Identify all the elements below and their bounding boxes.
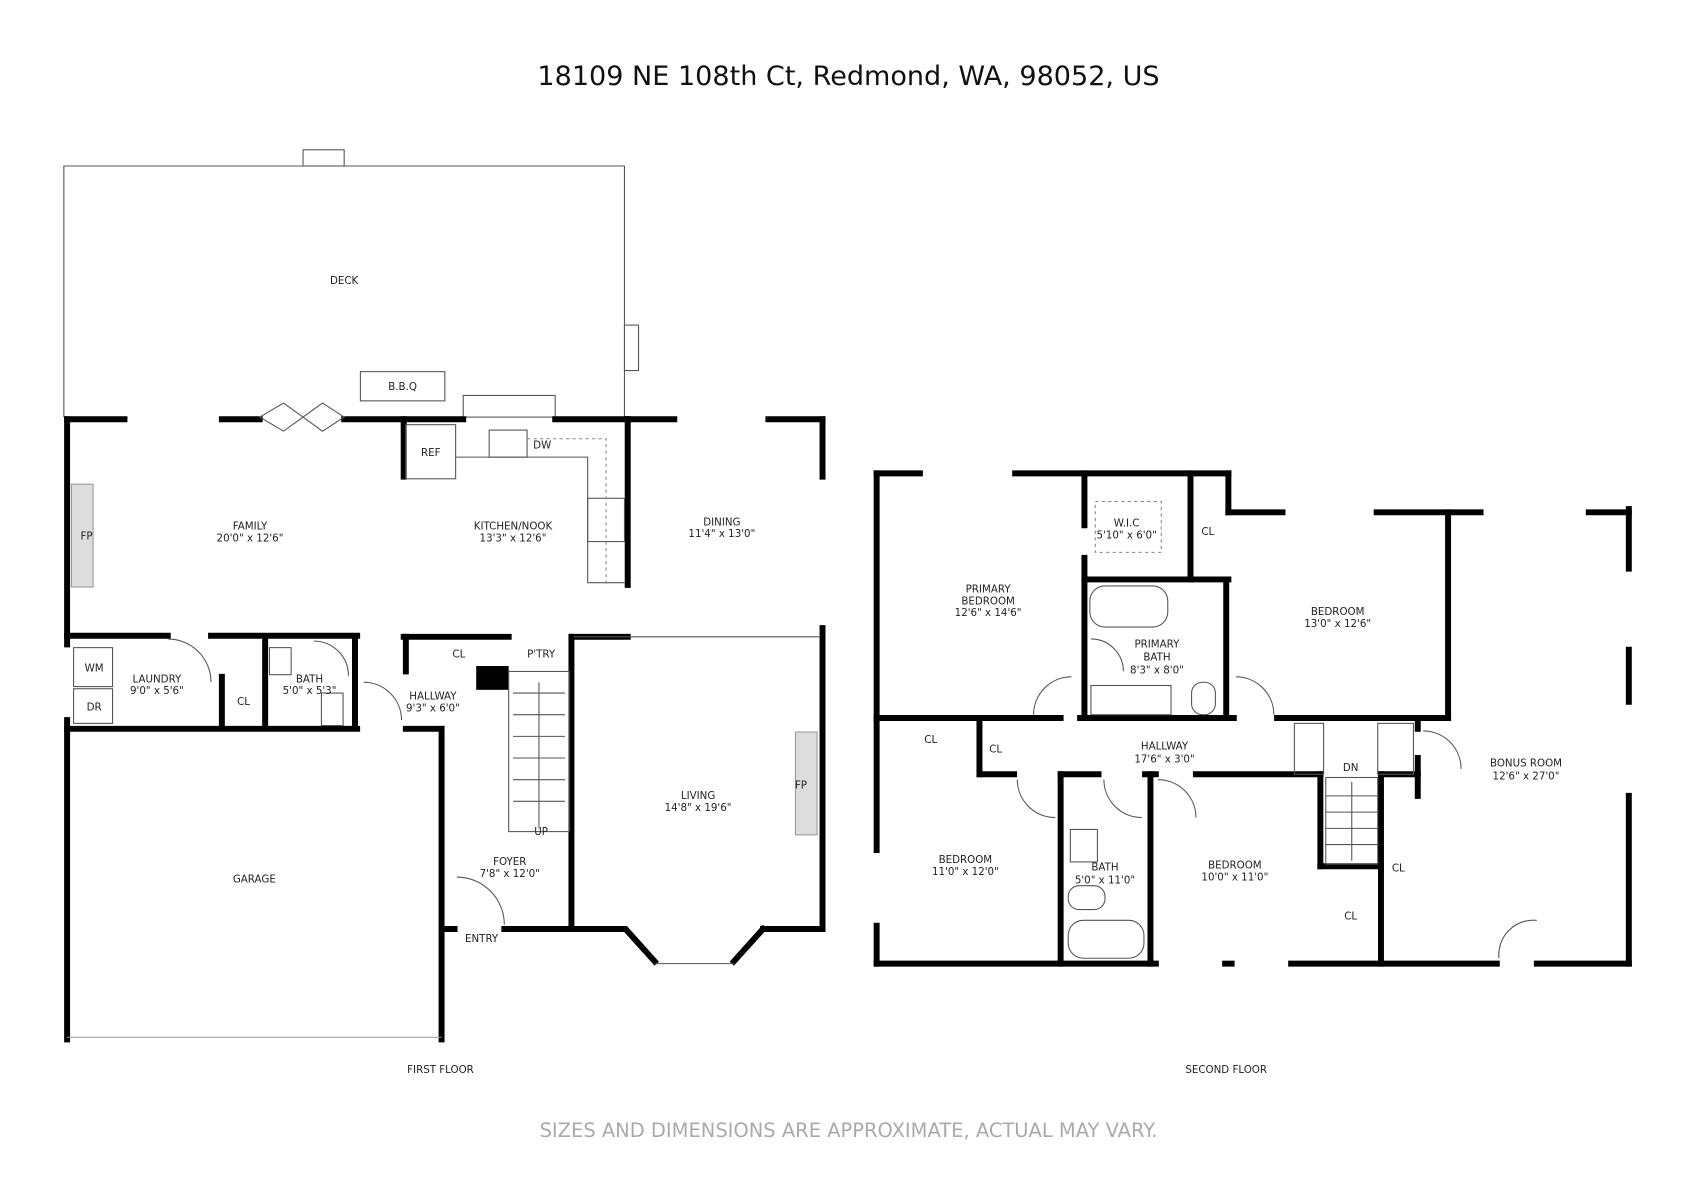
stairs-first <box>508 670 570 833</box>
room-dim-bedroom: 10'0" x 11'0" <box>1201 871 1268 883</box>
room-dim-bedroom: 13'0" x 12'6" <box>1304 618 1371 630</box>
room-name-hallway: HALLWAY <box>409 691 457 703</box>
room-name-bath: BATH <box>296 673 323 685</box>
entry-label: ENTRY <box>465 933 499 945</box>
bbq-grill <box>359 371 446 402</box>
dw-label: DW <box>533 439 551 451</box>
room-name-garage: GARAGE <box>233 873 276 885</box>
stairs-second <box>1293 722 1414 865</box>
toilet-icon <box>1191 681 1216 716</box>
deck <box>63 149 640 418</box>
room-name-hallway: HALLWAY <box>1141 740 1189 752</box>
closet-label: CL <box>452 648 465 660</box>
room-dim-dining: 11'4" x 13'0" <box>688 528 755 540</box>
bbq-label: B.B.Q <box>388 381 417 393</box>
sink-icon <box>1069 828 1098 863</box>
room-name-laundry: LAUNDRY <box>133 673 183 685</box>
second-floor: PRIMARY BEDROOM 12'6" x 14'6" W.I.C 5'10… <box>873 470 1632 1076</box>
room-name-kitchen: KITCHEN/NOOK <box>474 521 553 533</box>
second-fixtures <box>1016 500 1537 959</box>
room-dim-bath: 5'0" x 5'3" <box>283 685 337 697</box>
stairs-up-label: UP <box>534 826 548 838</box>
room-label-deck: DECK <box>330 275 359 287</box>
pantry-label: P'TRY <box>527 648 556 660</box>
room-dim-primary-bedroom: 12'6" x 14'6" <box>955 607 1022 619</box>
disclaimer: SIZES AND DIMENSIONS ARE APPROXIMATE, AC… <box>540 1119 1158 1142</box>
room-name-living: LIVING <box>681 790 715 802</box>
closet-label: CL <box>1201 526 1214 538</box>
toilet-icon <box>1067 885 1106 911</box>
second-floor-label: SECOND FLOOR <box>1185 1064 1267 1076</box>
stairs-down-label: DN <box>1343 762 1359 774</box>
room-name-bedroom: BEDROOM <box>939 854 993 866</box>
kitchen-fixtures <box>70 402 818 925</box>
room-dim-living: 14'8" x 19'6" <box>665 802 732 814</box>
room-dim-foyer: 7'8" x 12'0" <box>480 868 540 880</box>
room-dim-kitchen: 13'3" x 12'6" <box>480 533 547 545</box>
dryer-label: DR <box>87 701 102 713</box>
closet-label: CL <box>989 744 1002 756</box>
fp-label: FP <box>795 779 807 791</box>
room-name-dining: DINING <box>703 516 740 528</box>
room-name-primary-bath: PRIMARY <box>1134 639 1180 651</box>
room-name-bedroom: BEDROOM <box>1311 606 1365 618</box>
room-name-bonus: BONUS ROOM <box>1490 758 1562 770</box>
first-floor-label: FIRST FLOOR <box>407 1064 474 1076</box>
bathtub-icon <box>1089 585 1169 628</box>
room-name-foyer: FOYER <box>493 856 526 868</box>
ref-label: REF <box>421 447 441 459</box>
room-dim-family: 20'0" x 12'6" <box>217 533 284 545</box>
washer-label: WM <box>85 662 104 674</box>
fp-label: FP <box>81 530 93 542</box>
fireplace-icon <box>794 731 818 836</box>
room-dim-hallway: 9'3" x 6'0" <box>406 702 460 714</box>
closet-label: CL <box>1344 910 1357 922</box>
walls-first-floor <box>64 416 826 1043</box>
bathtub-icon <box>1067 919 1145 959</box>
room-dim-bonus: 12'6" x 27'0" <box>1493 771 1560 783</box>
room-name-bath: BATH <box>1091 862 1118 874</box>
room-name-family: FAMILY <box>233 521 268 533</box>
room-dim-hallway: 17'6" x 3'0" <box>1134 753 1194 765</box>
room-name-primary-bedroom: PRIMARY <box>966 583 1012 595</box>
room-name-wic: W.I.C <box>1114 517 1140 529</box>
room-name-primary-bath: BATH <box>1143 652 1170 664</box>
room-dim-wic: 5'10" x 6'0" <box>1096 529 1156 541</box>
room-dim-bedroom: 11'0" x 12'0" <box>932 866 999 878</box>
address-title: 18109 NE 108th Ct, Redmond, WA, 98052, U… <box>537 61 1159 92</box>
closet-label: CL <box>237 696 250 708</box>
room-dim-primary-bath: 8'3" x 8'0" <box>1130 665 1184 677</box>
sink-icon <box>488 429 528 458</box>
room-name-bedroom: BEDROOM <box>1208 859 1262 871</box>
first-floor: DECK B.B.Q <box>63 149 826 1076</box>
closet-label: CL <box>1392 863 1405 875</box>
room-dim-laundry: 9'0" x 5'6" <box>130 685 184 697</box>
room-dim-bath: 5'0" x 11'0" <box>1075 875 1135 887</box>
fireplace-icon <box>70 483 94 588</box>
room-name-primary-bedroom: BEDROOM <box>961 595 1015 607</box>
closet-label: CL <box>924 734 937 746</box>
walls-second-floor <box>873 470 1632 967</box>
